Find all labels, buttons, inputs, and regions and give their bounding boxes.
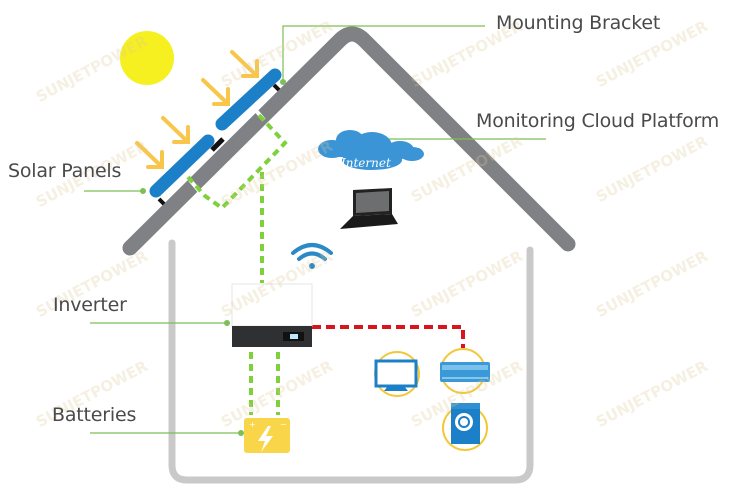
house-roof bbox=[122, 26, 576, 256]
label-inverter: Inverter bbox=[53, 294, 127, 316]
sun-ray-arrow bbox=[135, 141, 164, 169]
label-mounting-bracket: Mounting Bracket bbox=[496, 12, 661, 34]
wifi-icon bbox=[291, 243, 333, 269]
label-leaders bbox=[84, 25, 546, 434]
air-conditioner-icon bbox=[440, 348, 490, 394]
solar-panel bbox=[149, 134, 215, 198]
laptop-icon bbox=[340, 188, 398, 229]
sun-ray-arrow bbox=[230, 50, 259, 78]
leader-mounting-bracket bbox=[282, 25, 485, 80]
sun-icon bbox=[120, 31, 174, 85]
label-monitoring-cloud-platform: Monitoring Cloud Platform bbox=[476, 110, 720, 132]
mounting-bracket bbox=[272, 83, 281, 92]
dc-wiring bbox=[186, 110, 288, 415]
svg-text:−: − bbox=[280, 420, 287, 429]
mounting-bracket bbox=[157, 197, 166, 206]
washing-machine-icon bbox=[442, 403, 488, 451]
ac-wiring bbox=[312, 325, 465, 348]
mounting-bracket bbox=[210, 137, 225, 152]
house-wall bbox=[168, 239, 534, 484]
sun-ray-arrow bbox=[161, 116, 190, 144]
cloud-icon bbox=[318, 130, 424, 170]
svg-text:+: + bbox=[249, 420, 256, 429]
label-batteries: Batteries bbox=[52, 404, 137, 426]
sun-ray-arrow bbox=[201, 78, 230, 106]
solar-panel bbox=[215, 68, 282, 131]
label-solar-panels: Solar Panels bbox=[8, 160, 122, 182]
sun-rays bbox=[135, 50, 259, 169]
inverter-icon bbox=[231, 283, 313, 347]
cloud-label: Internet bbox=[340, 156, 391, 170]
tv-icon bbox=[374, 351, 420, 397]
battery-icon: + − bbox=[244, 418, 290, 453]
